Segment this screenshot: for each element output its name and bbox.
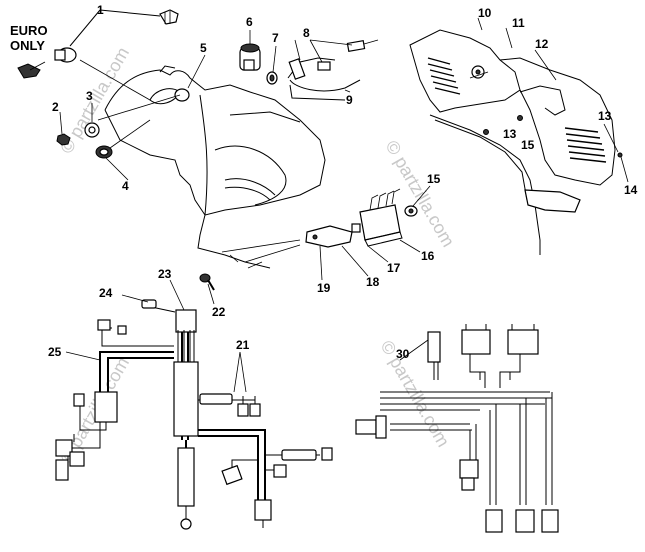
callout-13b: 13 — [598, 109, 612, 123]
callout-13a: 13 — [503, 127, 517, 141]
terminal-block-assembly — [221, 188, 418, 269]
callout-1: 1 — [97, 3, 104, 17]
watermark-4: © partzilla.com — [377, 337, 454, 450]
euro-note-line2: ONLY — [10, 38, 45, 53]
switch-harness-8-9 — [287, 39, 379, 101]
callout-labels: EURO ONLY 1 2 3 4 5 6 7 8 9 10 11 12 13 … — [10, 3, 638, 361]
nut-washer-ring — [56, 94, 181, 159]
callout-16: 16 — [421, 249, 435, 263]
side-vent-grill — [564, 127, 607, 163]
callout-23: 23 — [158, 267, 172, 281]
key-switch-assembly — [17, 9, 179, 101]
switch-part-6-7 — [239, 43, 278, 85]
main-wire-harness — [55, 279, 333, 530]
callout-6: 6 — [246, 15, 253, 29]
callout-11: 11 — [512, 16, 525, 30]
leader-lines — [59, 30, 629, 305]
callout-18: 18 — [366, 275, 380, 289]
panel-vent-grill — [427, 57, 461, 95]
callout-9: 9 — [346, 93, 353, 107]
callout-7: 7 — [272, 31, 279, 45]
callout-14: 14 — [624, 183, 638, 197]
callout-17: 17 — [387, 261, 401, 275]
callout-30: 30 — [396, 347, 410, 361]
side-panel-assembly — [409, 17, 623, 255]
callout-24: 24 — [99, 286, 113, 300]
callout-3: 3 — [86, 89, 93, 103]
callout-2: 2 — [52, 100, 59, 114]
callout-19: 19 — [317, 281, 331, 295]
callout-5: 5 — [200, 41, 207, 55]
callout-22: 22 — [212, 305, 226, 319]
callout-10: 10 — [478, 6, 492, 20]
screw-22 — [199, 273, 215, 291]
callout-12: 12 — [535, 37, 549, 51]
sub-harness-30 — [355, 324, 559, 533]
callout-25: 25 — [48, 345, 62, 359]
callout-21: 21 — [236, 338, 250, 352]
callout-4: 4 — [122, 179, 129, 193]
callout-8: 8 — [303, 26, 310, 40]
callout-15b: 15 — [427, 172, 441, 186]
callout-15a: 15 — [521, 138, 535, 152]
front-cowl-assembly — [104, 65, 326, 269]
euro-note-line1: EURO — [10, 23, 48, 38]
